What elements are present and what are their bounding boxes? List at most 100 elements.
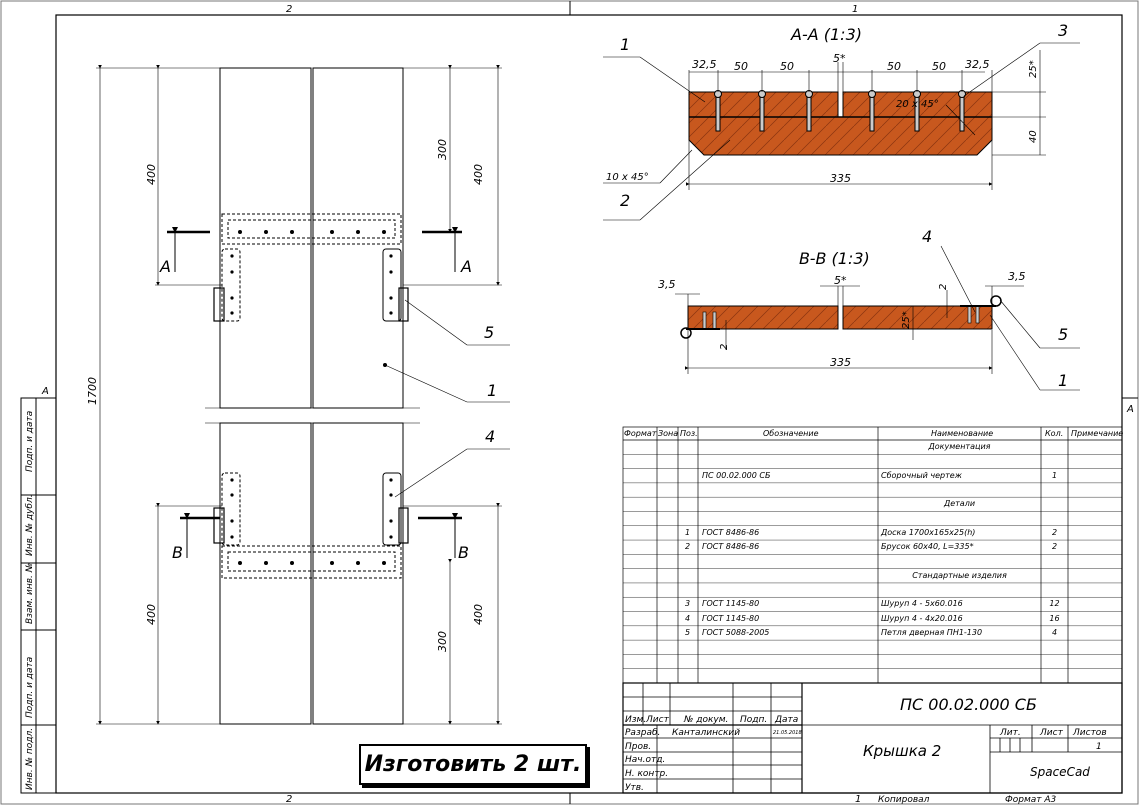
dim-400-tr: 400 (472, 164, 485, 185)
footer-num: 1 (855, 794, 861, 805)
spec-row: Документация (623, 440, 1123, 453)
dim-400-br: 400 (472, 604, 485, 625)
spec-qty: 12 (1049, 599, 1060, 609)
left-stamp-grid (20, 397, 57, 794)
spec-pos: 2 (685, 542, 691, 552)
spec-pos: 3 (685, 599, 691, 609)
spec-name: Детали (943, 499, 976, 509)
hdr-note: Примечание (1071, 429, 1124, 438)
dim-400-bl: 400 (145, 604, 158, 625)
spec-pos: 1 (685, 527, 691, 537)
spec-header: Формат Зона Поз. Обозначение Наименовани… (623, 427, 1124, 440)
spec-name: Шуруп 4 - 5х60.016 (881, 599, 963, 609)
hdr-name: Наименование (931, 429, 994, 438)
stamp-inv-dubl: Инв. № дубл. (25, 494, 35, 556)
main-callout-5: 5 (484, 323, 494, 342)
tb-col-podp: Подп. (740, 715, 767, 725)
dim-300-tr: 300 (436, 139, 449, 160)
spec-row (623, 654, 1123, 667)
aa-dim-325-r: 32,5 (965, 58, 990, 71)
hdr-desig: Обозначение (763, 429, 819, 438)
main-callout-1: 1 (487, 381, 497, 400)
spec-row (623, 454, 1123, 467)
stamp-podp-1: Подп. и дата (25, 411, 35, 472)
spec-row (623, 554, 1123, 567)
tb-row-utv: Утв. (625, 783, 644, 793)
aa-dim-50-4: 50 (932, 60, 946, 73)
hinge-bottom-right (382, 472, 402, 546)
tb-col-list: Лист (645, 715, 670, 725)
spec-pos: 5 (685, 627, 691, 637)
bb-callout-5: 5 (1058, 325, 1068, 344)
hdr-qty: Кол. (1045, 429, 1064, 438)
tb-name: Крышка 2 (863, 742, 941, 760)
main-view (96, 65, 510, 725)
tb-listov: Листов (1072, 728, 1107, 738)
footer-format: Формат А3 (1005, 795, 1057, 805)
bb-title: B-B (1:3) (799, 249, 870, 268)
spec-table-grid (622, 426, 1123, 684)
tb-lit: Лит. (999, 728, 1021, 738)
spec-qty: 2 (1051, 527, 1058, 537)
section-a-right-label: A (460, 257, 472, 276)
footer-copy: Копировал (878, 795, 930, 805)
spec-desig: ГОСТ 5088-2005 (702, 627, 770, 637)
aa-callout-1: 1 (620, 35, 630, 54)
order-note: Изготовить 2 шт. (359, 744, 587, 785)
spec-desig: ГОСТ 8486-86 (702, 542, 760, 552)
bb-dim-335: 335 (830, 356, 851, 369)
spec-name: Сборочный чертеж (881, 470, 962, 480)
bb-dim-2-r: 2 (938, 284, 949, 290)
batten-top (221, 213, 402, 245)
spec-qty: 16 (1049, 613, 1060, 623)
spec-qty: 4 (1051, 627, 1058, 637)
spec-pos: 4 (685, 613, 691, 623)
spec-qty: 2 (1051, 542, 1058, 552)
aa-dim-335: 335 (830, 172, 851, 185)
aa-chamfer-20: 20 x 45° (896, 99, 939, 110)
tb-razrab-name: Канталинский (672, 728, 740, 738)
spec-row (623, 583, 1123, 596)
spec-desig: ГОСТ 8486-86 (702, 527, 760, 537)
spec-row: 3 ГОСТ 1145-80 Шуруп 4 - 5х60.016 12 (623, 597, 1123, 610)
tb-row-prov: Пров. (625, 742, 651, 752)
bb-dim-35-l: 3,5 (658, 278, 676, 291)
section-b-right-label: B (458, 543, 469, 562)
zone-side-right: A (1126, 404, 1134, 415)
bb-callout-4: 4 (922, 227, 932, 246)
tb-row-razrab: Разраб. (625, 728, 660, 738)
bb-board-left (687, 305, 839, 330)
tb-list: Лист (1039, 728, 1064, 738)
main-callout-4: 4 (485, 427, 495, 446)
tb-razrab-date: 21.05.2018 (773, 730, 802, 736)
board-left-bottom (219, 422, 312, 725)
spec-desig: ПС 00.02.000 СБ (702, 470, 771, 480)
spec-name: Брусок 60х40, L=335* (881, 542, 974, 552)
bb-callout-1: 1 (1058, 371, 1068, 390)
stamp-podp-2: Подп. и дата (25, 657, 35, 718)
spec-row (623, 511, 1123, 524)
spec-name: Доска 1700х165х25(h) (881, 527, 976, 537)
spec-row (623, 669, 1123, 682)
dim-1700: 1700 (86, 377, 99, 405)
title-block-grid (622, 682, 1123, 794)
bb-dim-2-l: 2 (719, 344, 730, 350)
zone-side-left: A (41, 386, 49, 397)
aa-dim-50-1: 50 (734, 60, 748, 73)
section-b-left-label: B (172, 543, 183, 562)
aa-dim-5: 5* (833, 52, 846, 65)
zone-top-right: 1 (852, 4, 858, 15)
spec-row-lines (623, 454, 1122, 669)
hdr-zona: Зона (658, 429, 679, 438)
tb-col-data: Дата (774, 715, 798, 725)
spec-name: Стандартные изделия (912, 570, 1007, 580)
tb-designation: ПС 00.02.000 СБ (900, 695, 1037, 714)
aa-callout-2: 2 (620, 191, 630, 210)
dim-400-tl: 400 (145, 164, 158, 185)
zone-top-left: 2 (286, 4, 292, 15)
tb-listov-val: 1 (1096, 742, 1102, 752)
spec-desig: ГОСТ 1145-80 (702, 599, 760, 609)
